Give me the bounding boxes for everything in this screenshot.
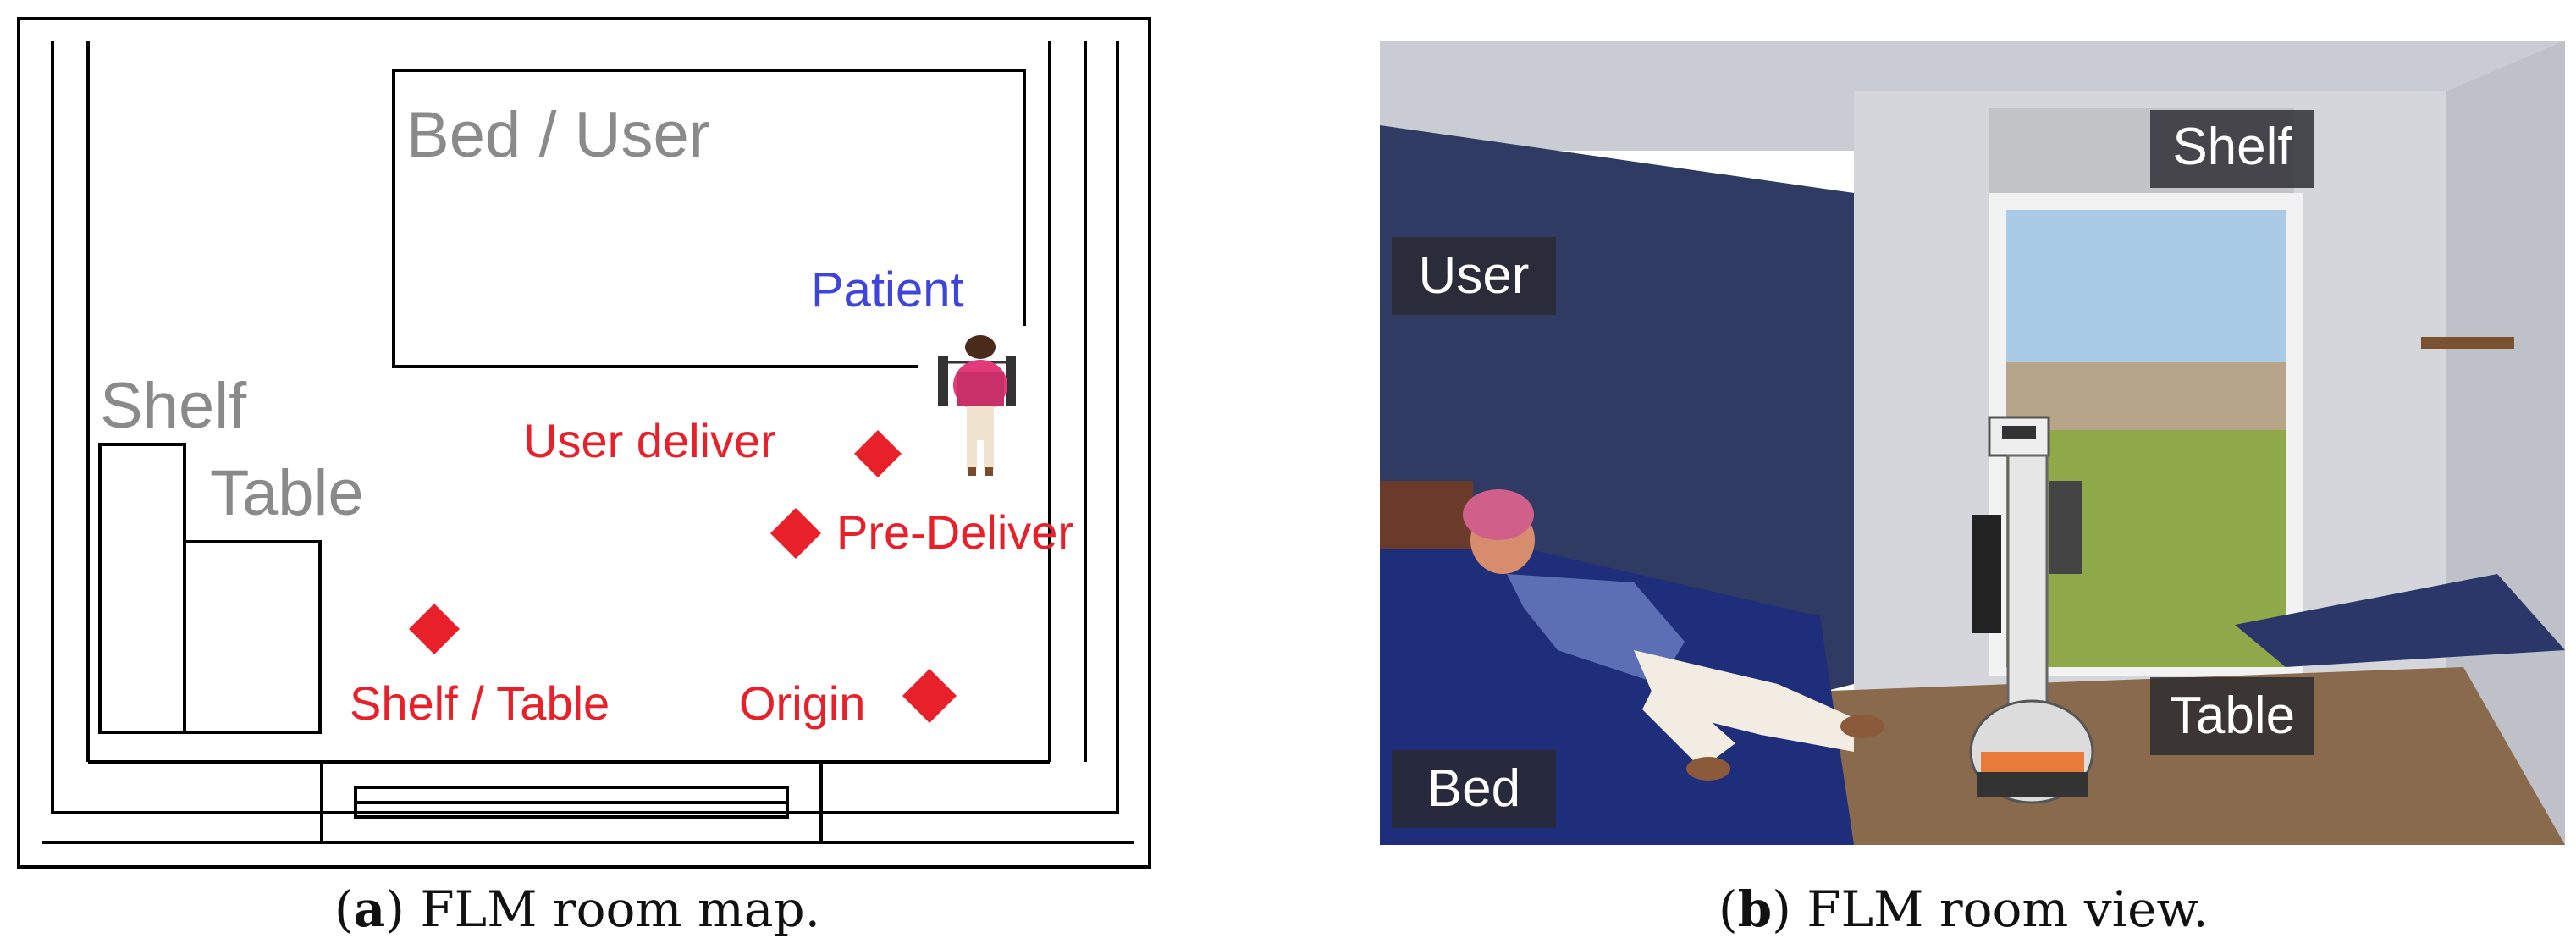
shelf-outline (98, 443, 186, 734)
map-outer-frame (17, 17, 1151, 869)
table-label-box (2150, 677, 2314, 755)
user-label-box (1392, 237, 1556, 315)
table-label: Table (210, 457, 364, 529)
shelf-object (2421, 337, 2514, 349)
caption-a: (a) FLM room map. (334, 880, 821, 938)
shelf-table-label: Shelf / Table (350, 676, 610, 730)
photo-table-label: Table (2170, 687, 2295, 745)
table-object (2235, 574, 2565, 667)
window-sky (2006, 210, 2286, 362)
window-sill (320, 760, 823, 844)
caption-a-letter: a (353, 880, 386, 938)
origin-label: Origin (739, 676, 865, 730)
pre-deliver-marker (770, 508, 821, 559)
shelf-label: Shelf (100, 370, 247, 442)
window-city (2006, 362, 2286, 430)
room-map: Bed / User Patient Shelf Table User deli… (17, 17, 1151, 869)
bed-label-box (1392, 750, 1556, 828)
bottom-outer-wall (51, 762, 1119, 814)
caption-b-text: FLM room view. (1807, 880, 2209, 938)
photo-bed-label: Bed (1427, 759, 1520, 818)
caption-a-text: FLM room map. (420, 880, 821, 938)
robot-figure (1969, 416, 2094, 804)
origin-marker (902, 669, 957, 723)
bed-outline (392, 69, 1026, 368)
bed-headboard (1380, 481, 1473, 549)
patient-figure (938, 335, 1016, 476)
shelf-table-marker (409, 604, 460, 654)
user-figure (1463, 489, 1884, 781)
user-deliver-marker (854, 430, 902, 477)
pre-deliver-label: Pre-Deliver (836, 505, 1073, 559)
shelf-label-box (2150, 110, 2314, 188)
table-outline (183, 540, 322, 734)
photo-shelf-label: Shelf (2172, 118, 2292, 176)
photo-user-label: User (1419, 246, 1530, 305)
patient-label: Patient (811, 262, 964, 317)
caption-b: (b) FLM room view. (1718, 880, 2209, 938)
user-deliver-label: User deliver (523, 414, 776, 467)
floor (1702, 667, 2565, 845)
bed-user-label: Bed / User (406, 99, 710, 171)
caption-b-letter: b (1737, 880, 1773, 938)
room-photo: Shelf User Table Bed (1380, 41, 2565, 845)
